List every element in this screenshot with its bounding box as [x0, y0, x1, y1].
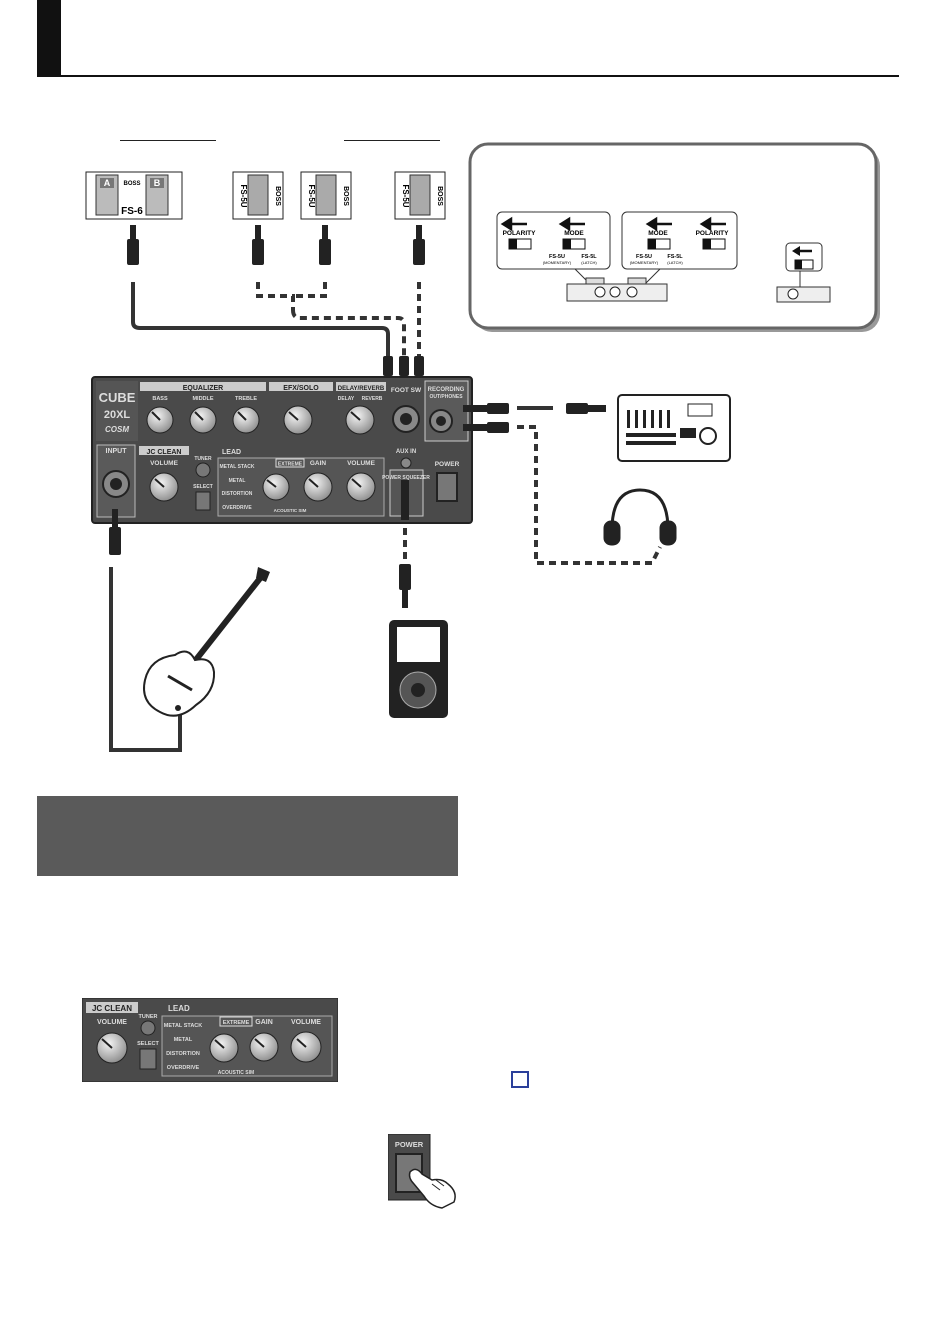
efx-solo-label: EFX/SOLO	[283, 385, 319, 392]
section-header-rule	[37, 75, 899, 77]
metal-label: METAL	[229, 478, 246, 484]
amp-model: 20XL	[104, 409, 131, 421]
closeup-volume: VOLUME	[291, 1019, 321, 1026]
overdrive-label: OVERDRIVE	[222, 505, 252, 511]
distortion-label: DISTORTION	[222, 491, 253, 497]
reverb-label: REVERB	[362, 396, 383, 402]
fs5u-2-model: FS-5U	[307, 184, 316, 207]
polarity-mode-panel: POLARITY MODE MODE POLARITY FS-5U (MOMEN…	[468, 142, 880, 332]
section-header-block	[37, 0, 61, 76]
mode-opt2-a: FS-5L	[581, 254, 597, 260]
treble-label: TREBLE	[235, 396, 257, 402]
note-marker-box	[511, 1071, 529, 1088]
media-player	[389, 620, 448, 718]
tuner-label: TUNER	[194, 456, 212, 462]
mode-opt1-a-sub: (MOMENTARY)	[543, 260, 572, 265]
closeup-overdrive: OVERDRIVE	[167, 1065, 200, 1071]
mode-opt2-b-sub: (LATCH)	[667, 260, 683, 265]
delay-label: DELAY	[338, 396, 355, 402]
fs5u-footswitch-2: FS-5U BOSS	[300, 171, 352, 220]
closeup-extreme: EXTREME	[223, 1020, 250, 1026]
pedal-group-label-line-right	[344, 140, 440, 141]
mode-opt1-b-sub: (MOMENTARY)	[630, 260, 659, 265]
channel-panel-closeup: JC CLEAN VOLUME TUNER SELECT LEAD METAL …	[82, 998, 338, 1082]
polarity-label-2: POLARITY	[696, 230, 730, 237]
acoustic-sim-label: ACOUSTIC SIM	[274, 508, 307, 513]
lead-volume-label: VOLUME	[347, 460, 375, 467]
fs5u-3-model: FS-5U	[401, 184, 410, 207]
electric-guitar	[143, 567, 270, 717]
amp-control-panel: CUBE 20XL COSM EQUALIZER BASS MIDDLE TRE…	[91, 376, 473, 524]
polarity-label-1: POLARITY	[503, 230, 537, 237]
out-phones-label: OUT/PHONES	[429, 394, 463, 400]
closeup-gain: GAIN	[255, 1019, 273, 1026]
metal-stack-label: METAL STACK	[220, 464, 255, 470]
section-heading-band	[37, 796, 458, 876]
pedal-group-label-line-left	[120, 140, 216, 141]
fs5u-2-brand: BOSS	[342, 186, 349, 206]
extreme-label: EXTREME	[278, 462, 303, 468]
gain-label: GAIN	[310, 460, 327, 467]
closeup-tuner: TUNER	[139, 1014, 158, 1020]
pedal-plugs	[127, 225, 425, 265]
mode-label-2: MODE	[648, 230, 668, 237]
input-label: INPUT	[106, 448, 128, 455]
delay-reverb-label: DELAY/REVERB	[338, 386, 385, 392]
jc-volume-label: VOLUME	[150, 460, 178, 467]
closeup-metal: METAL	[174, 1037, 193, 1043]
guitar-cable	[109, 509, 182, 752]
equalizer-label: EQUALIZER	[183, 385, 223, 392]
closeup-metal-stack: METAL STACK	[164, 1023, 203, 1029]
recording-out-label: RECORDING	[428, 387, 465, 393]
closeup-select: SELECT	[137, 1041, 159, 1047]
middle-label: MIDDLE	[192, 396, 213, 402]
power-squeezer-label: POWER SQUEEZER	[382, 475, 430, 481]
fs6-switch-b: B	[154, 178, 161, 188]
mode-opt1-b: FS-5U	[636, 254, 652, 260]
fs5u-1-brand: BOSS	[274, 186, 281, 206]
mode-opt2-a-sub: (LATCH)	[581, 260, 597, 265]
foot-sw-label: FOOT SW	[391, 387, 422, 394]
amp-footsw-plugs	[383, 356, 424, 376]
amp-logo: CUBE	[99, 390, 136, 405]
mode-label-1: MODE	[564, 230, 584, 237]
fs5u-3-brand: BOSS	[436, 186, 443, 206]
jc-clean-label: JC CLEAN	[146, 449, 181, 456]
power-button-illustration: POWER	[388, 1134, 456, 1209]
closeup-jc-clean: JC CLEAN	[92, 1004, 132, 1013]
fs6-switch-a: A	[104, 178, 111, 188]
amp-cosm: COSM	[105, 425, 129, 434]
footswitch-cables	[131, 282, 421, 356]
lead-label: LEAD	[222, 449, 241, 456]
power-label: POWER	[435, 461, 460, 468]
mode-opt2-b: FS-5L	[667, 254, 683, 260]
aux-cable	[399, 480, 411, 608]
closeup-jc-volume: VOLUME	[97, 1019, 127, 1026]
recording-out-cables	[463, 403, 662, 565]
closeup-acoustic-sim: ACOUSTIC SIM	[218, 1070, 254, 1076]
select-label: SELECT	[193, 484, 213, 490]
aux-in-label: AUX IN	[396, 449, 416, 455]
headphones	[603, 488, 677, 546]
recorder-device	[617, 394, 731, 462]
fs6-brand: BOSS	[123, 181, 140, 187]
connection-diagram: A B BOSS FS-6 FS-5U BOSS FS-5U BOSS FS-5…	[85, 142, 880, 752]
fs6-footswitch: A B BOSS FS-6	[85, 171, 183, 220]
mode-opt1-a: FS-5U	[549, 254, 565, 260]
fs5u-footswitch-3: FS-5U BOSS	[394, 171, 446, 220]
fs5u-1-model: FS-5U	[239, 184, 248, 207]
closeup-lead: LEAD	[168, 1004, 190, 1013]
eq-knobs	[146, 406, 260, 434]
closeup-distortion: DISTORTION	[166, 1051, 200, 1057]
bass-label: BASS	[152, 396, 168, 402]
fs6-model: FS-6	[121, 206, 143, 217]
power-button-label: POWER	[395, 1140, 424, 1149]
fs5u-footswitch-1: FS-5U BOSS	[232, 171, 284, 220]
